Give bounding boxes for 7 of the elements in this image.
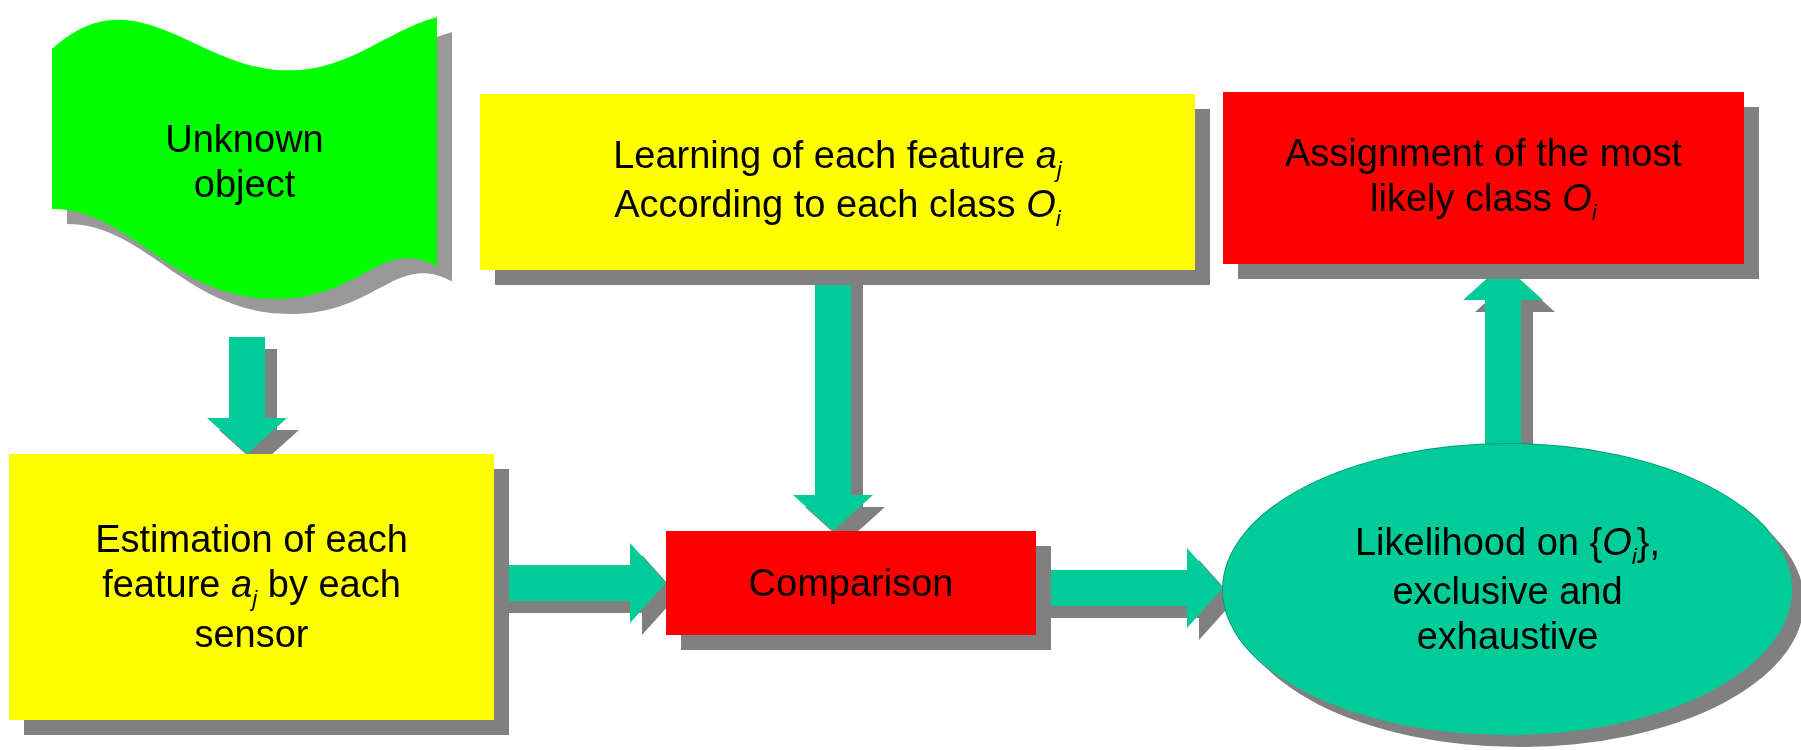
- node-label: Comparison: [747, 560, 955, 606]
- node-label: Learning of each feature a$_{j}$ According to each class O$_{i}$: [612, 132, 1064, 232]
- node-label: Likelihood on {O$_{i}$}, exclusive and exhaustive: [1353, 519, 1662, 660]
- node-label: Estimation of each feature a$_{j}$ by each sensor: [94, 517, 409, 657]
- node-label: Assignment of the most likely class O$_{i}$: [1283, 130, 1684, 226]
- node-label: Unknown object: [164, 117, 325, 207]
- block-arrow: [207, 337, 287, 454]
